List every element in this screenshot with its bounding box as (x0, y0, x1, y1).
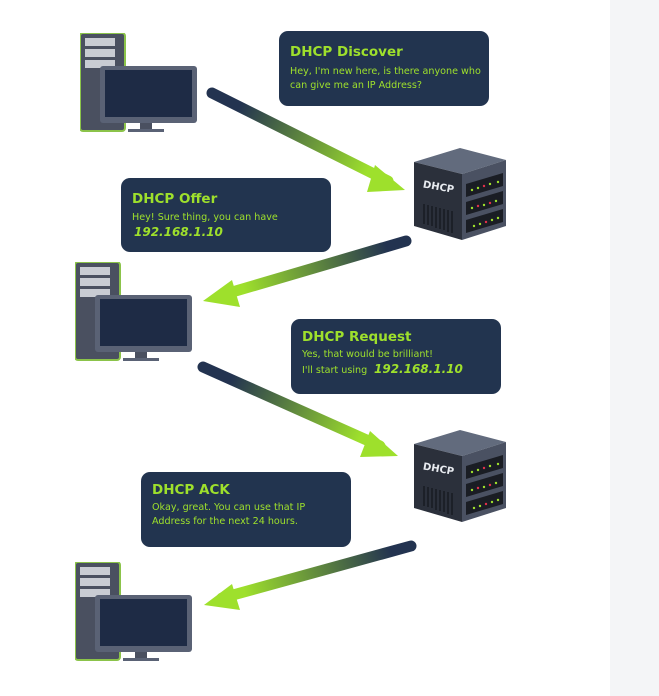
svg-text:DHCP Discover: DHCP Discover (290, 44, 403, 60)
svg-text:DHCP: DHCP (422, 179, 455, 195)
svg-text:Okay, great. You can use that: Okay, great. You can use that IP (152, 502, 305, 513)
svg-text:DHCP Offer: DHCP Offer (132, 191, 218, 207)
client-computer-icon (80, 33, 197, 132)
message-box-discover: DHCP Discover Hey, I'm new here, is ther… (279, 31, 489, 106)
svg-text:Hey, I'm new here, is there an: Hey, I'm new here, is there anyone who (290, 66, 481, 77)
svg-text:DHCP ACK: DHCP ACK (152, 482, 230, 498)
svg-text:192.168.1.10: 192.168.1.10 (374, 362, 463, 376)
message-box-offer: DHCP Offer Hey! Sure thing, you can have… (121, 178, 331, 252)
dhcp-dora-diagram: DHCP DHCP DHCP Discover Hey, I'm new her… (0, 31, 610, 696)
dhcp-server-icon: DHCP (414, 430, 506, 522)
svg-text:192.168.1.10: 192.168.1.10 (134, 225, 223, 239)
dhcp-server-icon: DHCP (414, 148, 506, 240)
svg-text:Yes, that would be brilliant!: Yes, that would be brilliant! (301, 349, 433, 360)
svg-text:Address for the next 24 hours.: Address for the next 24 hours. (152, 516, 298, 527)
svg-text:DHCP Request: DHCP Request (302, 329, 412, 345)
arrow-offer (203, 235, 412, 307)
arrow-discover (206, 87, 405, 192)
arrow-ack (204, 540, 417, 610)
svg-text:Hey! Sure thing, you can have: Hey! Sure thing, you can have (132, 212, 278, 223)
svg-text:DHCP: DHCP (422, 461, 455, 477)
message-box-ack: DHCP ACK Okay, great. You can use that I… (141, 472, 351, 547)
message-box-request: DHCP Request Yes, that would be brillian… (291, 319, 501, 394)
svg-text:I'll start using: I'll start using (302, 365, 367, 376)
client-computer-icon (75, 262, 192, 361)
side-panel (610, 0, 659, 696)
arrow-request (197, 361, 398, 457)
svg-text:can give me an IP Address?: can give me an IP Address? (290, 80, 422, 91)
client-computer-icon (75, 562, 192, 661)
